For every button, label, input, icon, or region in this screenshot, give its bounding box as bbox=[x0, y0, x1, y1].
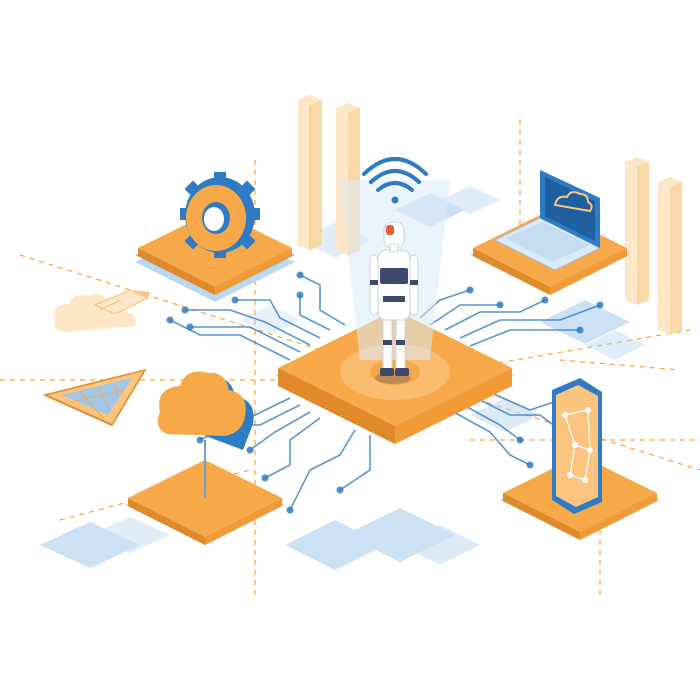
background-tiles bbox=[40, 186, 645, 570]
data-pillars bbox=[298, 95, 682, 335]
rocket-cloud-icon bbox=[54, 289, 150, 332]
gear-platform bbox=[135, 172, 295, 302]
gear-icon bbox=[180, 172, 260, 258]
phone-network-icon bbox=[552, 378, 602, 514]
laptop-platform bbox=[470, 170, 630, 295]
phone-platform bbox=[500, 378, 660, 540]
circuit-traces bbox=[169, 274, 601, 511]
signal-icon bbox=[362, 157, 428, 204]
laptop-cloud-icon bbox=[493, 170, 602, 271]
cloud-platform bbox=[125, 371, 285, 545]
cloud-icon bbox=[157, 371, 254, 450]
solar-panel-icon bbox=[42, 368, 147, 426]
robot-figure bbox=[369, 221, 419, 384]
